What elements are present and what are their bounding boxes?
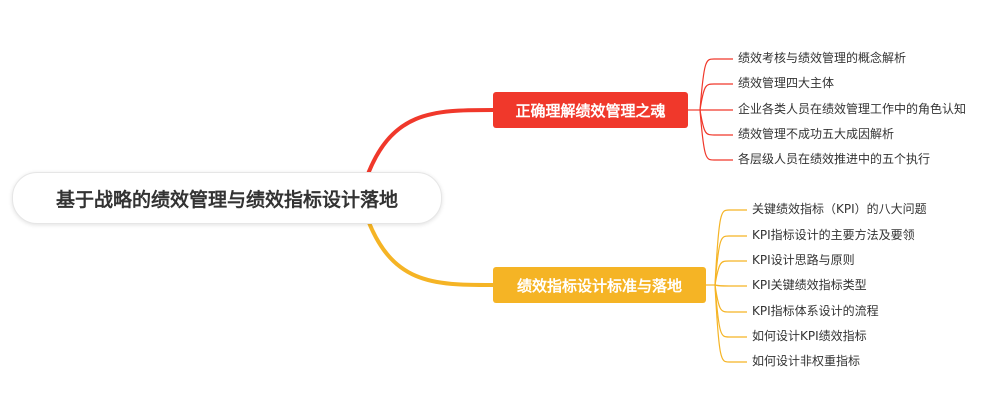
leaf-connector <box>714 235 747 286</box>
leaf-node[interactable]: KPI指标体系设计的流程 <box>752 304 879 318</box>
branch-node-kpi-design[interactable]: 绩效指标设计标准与落地 <box>493 267 706 303</box>
branch-label: 正确理解绩效管理之魂 <box>515 101 666 120</box>
leaf-connector <box>699 109 733 161</box>
leaf-node[interactable]: KPI关键绩效指标类型 <box>752 278 867 292</box>
leaf-node[interactable]: 绩效管理不成功五大成因解析 <box>738 127 895 141</box>
root-node[interactable]: 基于战略的绩效管理与绩效指标设计落地 <box>12 172 442 224</box>
leaf-connector <box>699 83 733 111</box>
leaf-connector <box>699 109 733 136</box>
leaf-connector <box>714 284 747 363</box>
leaf-connector <box>714 260 747 286</box>
branch-connector <box>363 211 494 287</box>
leaf-connector <box>714 284 747 313</box>
leaf-node[interactable]: KPI指标设计的主要方法及要领 <box>752 228 915 242</box>
branch-connector <box>363 108 494 183</box>
leaf-connector <box>714 284 747 287</box>
leaf-node[interactable]: 绩效考核与绩效管理的概念解析 <box>738 51 907 65</box>
leaf-node[interactable]: 企业各类人员在绩效管理工作中的角色认知 <box>738 102 967 116</box>
leaf-connector <box>699 58 733 111</box>
root-label: 基于战略的绩效管理与绩效指标设计落地 <box>55 188 398 211</box>
leaf-node[interactable]: 绩效管理四大主体 <box>738 76 835 90</box>
leaf-node[interactable]: 如何设计KPI绩效指标 <box>752 329 867 343</box>
leaf-connector <box>714 284 747 338</box>
branch-node-performance-soul[interactable]: 正确理解绩效管理之魂 <box>493 92 688 128</box>
leaf-node[interactable]: 如何设计非权重指标 <box>752 354 861 368</box>
leaf-node[interactable]: KPI设计思路与原则 <box>752 253 855 267</box>
branch-label: 绩效指标设计标准与落地 <box>516 276 682 295</box>
leaf-node[interactable]: 各层级人员在绩效推进中的五个执行 <box>738 152 931 166</box>
leaf-connector <box>714 209 747 286</box>
leaf-node[interactable]: 关键绩效指标（KPI）的八大问题 <box>752 202 927 216</box>
